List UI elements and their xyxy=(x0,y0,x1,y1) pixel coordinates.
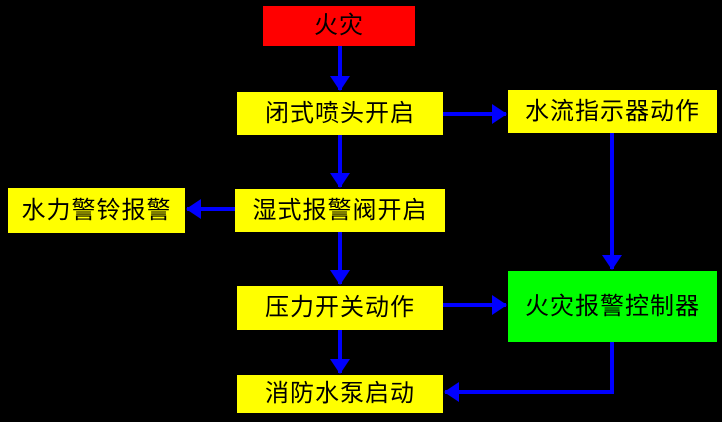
node-alarm-controller: 火灾报警控制器 xyxy=(508,271,717,342)
node-flow-indicator-label: 水流指示器动作 xyxy=(525,97,700,125)
node-fire: 火灾 xyxy=(263,6,415,46)
node-pressure-switch: 压力开关动作 xyxy=(237,286,443,330)
node-wet-valve-label: 湿式报警阀开启 xyxy=(252,196,428,224)
node-pressure-switch-label: 压力开关动作 xyxy=(265,294,415,321)
node-alarm-controller-label: 火灾报警控制器 xyxy=(525,292,700,320)
edge-controller-to-pump xyxy=(444,342,614,402)
node-wet-valve: 湿式报警阀开启 xyxy=(235,189,445,232)
node-alarm-bell-label: 水力警铃报警 xyxy=(21,196,172,224)
node-fire-pump-label: 消防水泵启动 xyxy=(265,380,415,407)
node-fire-pump: 消防水泵启动 xyxy=(237,375,443,413)
node-fire-label: 火灾 xyxy=(314,12,364,39)
node-sprinkler-label: 闭式喷头开启 xyxy=(265,99,415,127)
node-flow-indicator: 水流指示器动作 xyxy=(508,90,717,133)
node-alarm-bell: 水力警铃报警 xyxy=(8,188,185,233)
node-sprinkler: 闭式喷头开启 xyxy=(237,92,443,135)
